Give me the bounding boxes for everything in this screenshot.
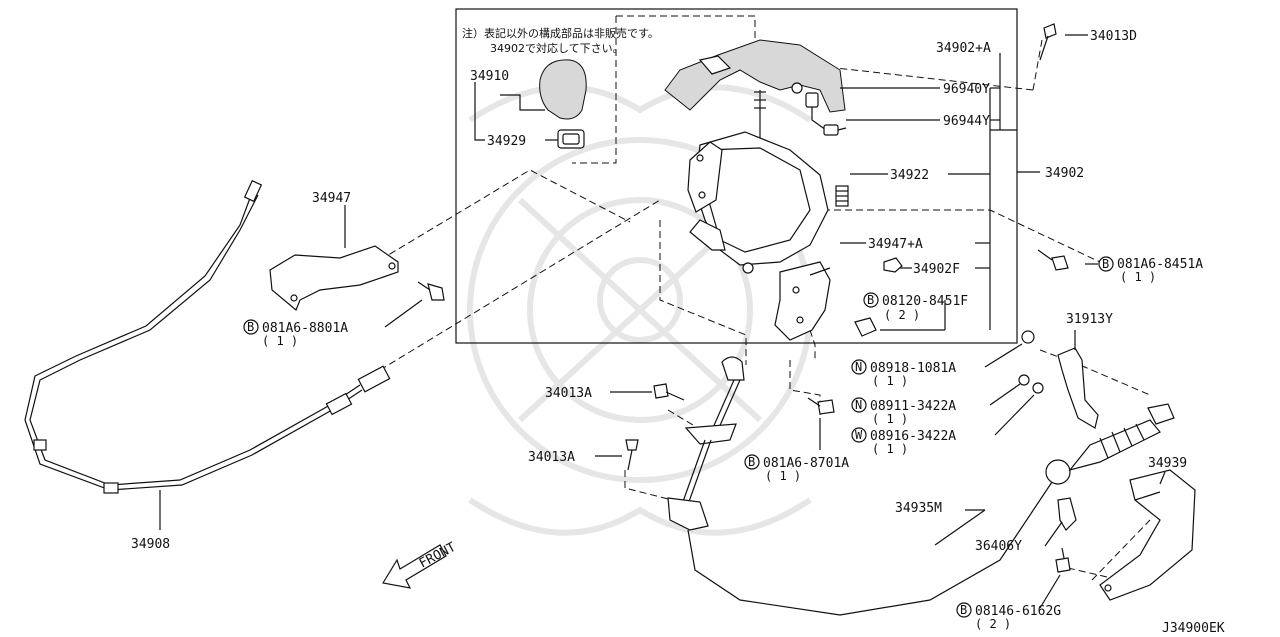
label-31913Y: 31913Y: [1066, 312, 1113, 327]
label-34947A: 34947+A: [868, 237, 923, 252]
label-34910: 34910: [470, 69, 509, 84]
label-34902: 34902: [1045, 166, 1084, 181]
label-36406Y: 36406Y: [975, 539, 1022, 554]
shift-knob: [539, 59, 587, 149]
label-08918-1081A: 08918-1081A: [870, 361, 956, 376]
console-cover: [664, 39, 846, 113]
qty-081A6-8451A: ( 1 ): [1120, 270, 1156, 284]
front-label: FRONT: [417, 540, 459, 572]
marker-b-081A6-8801A: B: [247, 320, 254, 334]
watermark-emblem: [467, 84, 813, 536]
label-34922: 34922: [890, 168, 929, 183]
bracket-34939: [1099, 469, 1196, 601]
marker-b-08146-6162G: B: [960, 603, 967, 617]
cable-34908: [24, 179, 391, 494]
label-96944Y: 96944Y: [943, 114, 990, 129]
marker-b-081A6-8451A: B: [1102, 257, 1109, 271]
shifter-body: [687, 90, 849, 274]
diagram-id: J34900EK: [1162, 621, 1225, 636]
label-96940Y: 96940Y: [943, 82, 990, 97]
label-34947: 34947: [312, 191, 351, 206]
label-34013A-lower: 34013A: [528, 450, 575, 465]
cable-34935M: [667, 356, 1175, 616]
marker-n-08911-3422A: N: [855, 398, 862, 412]
bolts: [625, 23, 1071, 573]
front-direction-arrow: FRONT: [382, 540, 459, 589]
qty-08916-3422A: ( 1 ): [872, 442, 908, 456]
mount-bracket: [774, 257, 903, 341]
connectors: [805, 92, 847, 136]
leader-lines: [159, 34, 1166, 609]
label-08146-6162G: 08146-6162G: [975, 604, 1061, 619]
note-line-2: 34902で対応して下さい。: [490, 41, 624, 55]
marker-n-08918-1081A: N: [855, 360, 862, 374]
note-line-1: 注）表記以外の構成部品は非販売です。: [462, 26, 659, 40]
qty-08911-3422A: ( 1 ): [872, 412, 908, 426]
bracket-31913Y: [1018, 330, 1099, 429]
label-34939: 34939: [1148, 456, 1187, 471]
label-08911-3422A: 08911-3422A: [870, 399, 956, 414]
label-34935M: 34935M: [895, 501, 942, 516]
circled-markers: [243, 256, 1114, 618]
marker-w-08916-3422A: W: [855, 428, 863, 442]
assembly-frame: [455, 8, 1018, 344]
label-34013D: 34013D: [1090, 29, 1137, 44]
qty-08120-8451F: ( 2 ): [884, 308, 920, 322]
label-081A6-8451A: 081A6-8451A: [1117, 257, 1203, 272]
label-34013A-upper: 34013A: [545, 386, 592, 401]
marker-b-08120-8451F: B: [867, 293, 874, 307]
bracket-34947: [269, 245, 445, 311]
qty-081A6-8801A: ( 1 ): [262, 334, 298, 348]
label-08120-8451F: 08120-8451F: [882, 294, 968, 309]
qty-08146-6162G: ( 2 ): [975, 617, 1011, 631]
label-34902F: 34902F: [913, 262, 960, 277]
label-34902A: 34902+A: [936, 41, 991, 56]
qty-081A6-8701A: ( 1 ): [765, 469, 801, 483]
label-34929: 34929: [487, 134, 526, 149]
label-081A6-8701A: 081A6-8701A: [763, 456, 849, 471]
label-34908: 34908: [131, 537, 170, 552]
label-08916-3422A: 08916-3422A: [870, 429, 956, 444]
qty-08918-1081A: ( 1 ): [872, 374, 908, 388]
label-081A6-8801A: 081A6-8801A: [262, 321, 348, 336]
marker-b-081A6-8701A: B: [748, 455, 755, 469]
